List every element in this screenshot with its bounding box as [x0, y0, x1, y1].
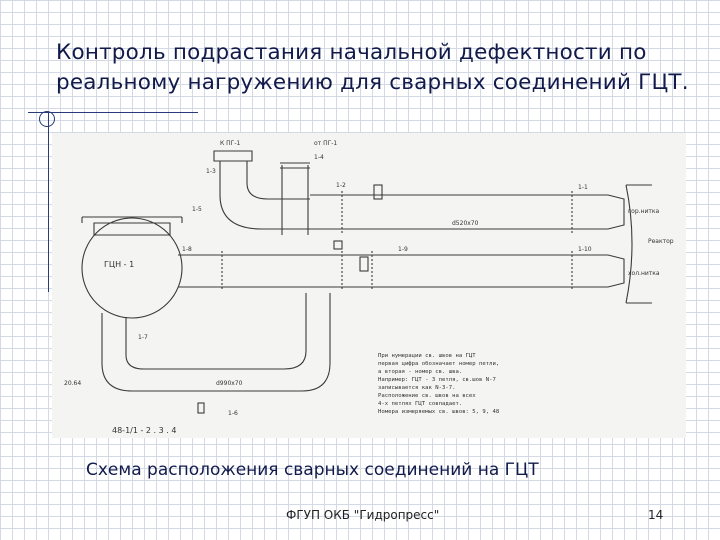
dimension-label: d990x70 — [216, 380, 243, 387]
piping-diagram-svg: При нумерации св. швов на ГЦТ первая циф… — [64, 140, 674, 435]
page-number: 14 — [648, 508, 664, 522]
weld-label: 1-6 — [228, 410, 238, 417]
note-line: первая цифра обозначает номер петли, — [378, 360, 499, 367]
label-hol-nitka: хол.нитка — [628, 270, 660, 277]
weld-label: 1-9 — [398, 246, 408, 253]
cold-leg-pipe — [182, 254, 608, 288]
reactor-vessel — [625, 184, 652, 304]
diagram-caption: Схема расположения сварных соединений на… — [86, 460, 539, 480]
valve-4 — [197, 402, 205, 414]
weld-label: 1-1 — [578, 184, 588, 191]
note-line: Например: ГЦТ - 3 петля, св.шов N-7 — [378, 377, 496, 383]
top-flange — [213, 150, 253, 162]
piping-diagram: При нумерации св. швов на ГЦТ первая циф… — [52, 133, 686, 438]
note-line: записывается как N-3-7. — [378, 385, 455, 391]
riser-flange — [280, 162, 310, 169]
corner-circle-ornament — [39, 111, 55, 127]
dimension-label: d520x70 — [452, 220, 479, 227]
note-line: 4-х петлях ГЦТ совпадает. — [378, 401, 462, 407]
crossover-inner — [125, 317, 307, 370]
weld-label: 1-4 — [314, 154, 324, 161]
label-reactor: Реактор — [648, 238, 674, 245]
weld-label: 1-8 — [182, 246, 192, 253]
elbow-top — [219, 161, 310, 230]
weld-label: 1-2 — [336, 182, 346, 189]
title-divider — [28, 112, 198, 113]
hot-leg-pipe — [310, 194, 608, 230]
label-ot-pg: от ПГ-1 — [314, 140, 337, 147]
label-gor-nitka: гор.нитка — [628, 208, 659, 215]
crossover-riser — [305, 293, 331, 333]
label-gcn: ГЦН - 1 — [104, 260, 134, 269]
riser-pipe — [281, 165, 309, 235]
weld-label: 1-3 — [206, 168, 216, 175]
weld-label: 1-10 — [578, 246, 592, 253]
reactor-nozzle-hot — [607, 194, 625, 230]
elevation-label: 20.64 — [64, 380, 81, 387]
vertical-accent-line — [48, 112, 49, 292]
slide-title: Контроль подрастания начальной дефектнос… — [56, 40, 689, 95]
valve-1 — [373, 184, 383, 200]
weld-label: 1-5 — [192, 206, 202, 213]
pump-body — [81, 217, 183, 319]
reactor-nozzle-cold — [607, 254, 625, 288]
note-line: Номера измеряемых св. швов: 5, 9, 48 — [378, 409, 500, 415]
pump-outlet — [178, 254, 182, 288]
label-k-pg: К ПГ-1 — [220, 140, 241, 147]
valve-2 — [359, 256, 369, 272]
valve-3 — [333, 240, 343, 250]
crossover-outer — [101, 313, 331, 392]
diagram-labels: К ПГ-1 от ПГ-1 ГЦН - 1 Реактор гор.нитка… — [64, 140, 674, 435]
drawing-code: 48-1/1 - 2 . 3 . 4 — [112, 426, 176, 435]
weld-lines — [221, 191, 573, 291]
footer-organization: ФГУП ОКБ "Гидропресс" — [286, 508, 440, 522]
diagram-notes: При нумерации св. швов на ГЦТ первая циф… — [378, 353, 500, 415]
note-line: При нумерации св. швов на ГЦТ — [378, 353, 476, 359]
pump-top-cap — [93, 222, 171, 236]
elbow-top-inner — [246, 161, 310, 200]
note-line: а вторая - номер св. шва. — [378, 369, 462, 375]
note-line: Расположение св. швов на всех — [378, 393, 476, 399]
pump-top-plate — [81, 216, 183, 223]
weld-label: 1-7 — [138, 334, 148, 341]
